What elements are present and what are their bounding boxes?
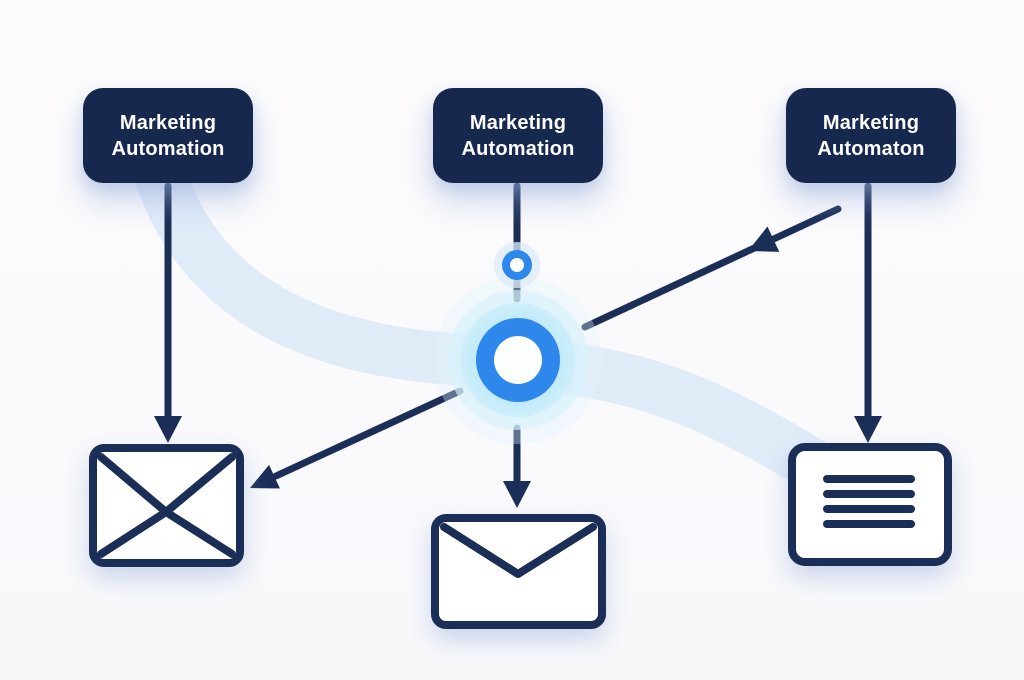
envelope-flap: [440, 523, 597, 578]
arrowhead-down-icon: [503, 481, 531, 508]
arrow-right-node-to-hub: [581, 205, 842, 331]
node-box-left: Marketing Automation: [83, 88, 253, 183]
node-box-right: Marketing Automaton: [786, 88, 956, 183]
arrow-hub-to-center-envelope: [503, 424, 531, 508]
document-lines-icon: [788, 443, 952, 566]
node-label: Marketing Automation: [111, 111, 225, 160]
central-hub-ring: [476, 318, 560, 402]
small-ring-center: [510, 258, 524, 272]
hub-ring-center: [494, 336, 542, 384]
arrow-left-node-to-envelope: [154, 182, 182, 443]
node-box-center: Marketing Automation: [433, 88, 603, 183]
arrow-right-node-to-document: [854, 182, 882, 443]
arrow-shaft: [581, 205, 842, 331]
envelope-crossed-icon: [89, 444, 244, 567]
arrow-hub-to-left-envelope: [250, 387, 464, 489]
arrowhead-icon: [250, 464, 280, 489]
document-body: [788, 443, 952, 566]
arrow-shaft: [272, 387, 464, 480]
envelope-flaps: [97, 453, 236, 558]
arrowhead-down-icon: [154, 416, 182, 443]
arrowhead-icon: [748, 226, 780, 252]
arrowhead-down-icon: [854, 416, 882, 443]
node-label: Marketing Automaton: [817, 111, 925, 160]
small-ring-connector: [494, 242, 540, 288]
envelope-icon: [431, 514, 606, 629]
node-label: Marketing Automation: [461, 111, 575, 160]
